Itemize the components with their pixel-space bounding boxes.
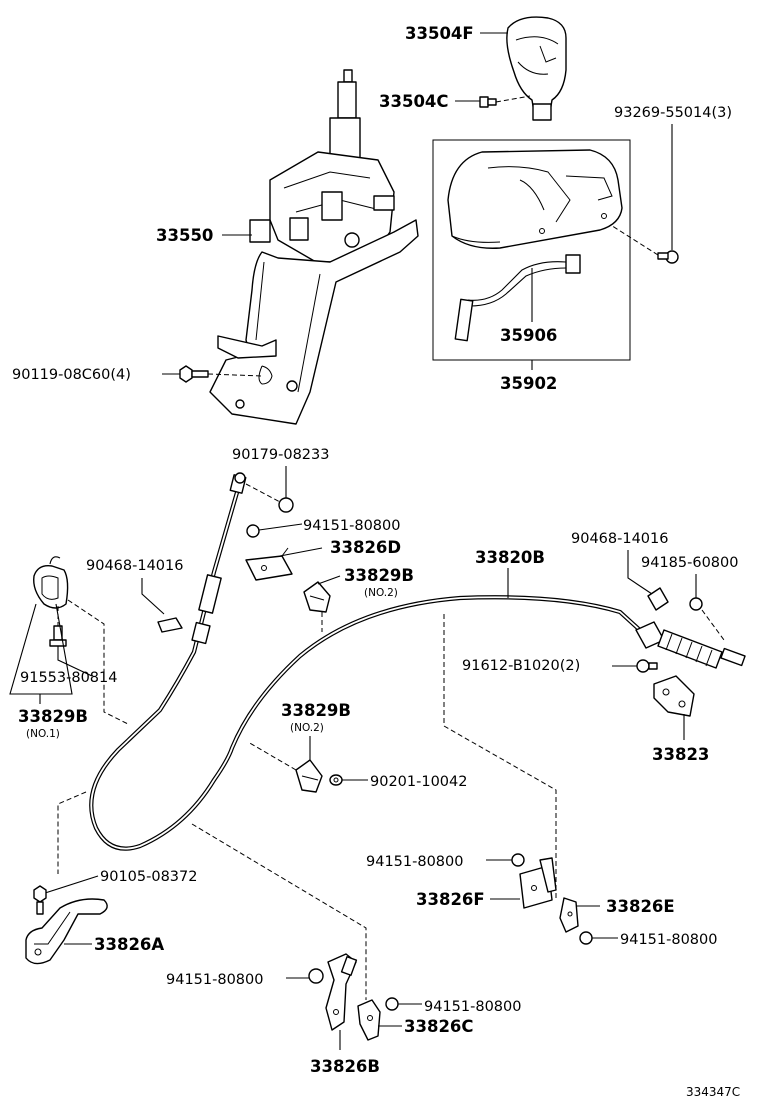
leader-90105: [41, 875, 99, 895]
dashed-94185: [701, 609, 725, 641]
bracket-33826C[interactable]: [357, 999, 381, 1041]
clip-90468-b[interactable]: [157, 617, 183, 633]
wire-harness-35906[interactable]: [454, 254, 581, 342]
dashed-33504C: [495, 95, 531, 103]
label-90468-14016-a: 90468-14016: [571, 531, 669, 547]
label-94151-80800-b: 94151-80800: [366, 854, 464, 870]
label-33820B: 33820B: [475, 548, 545, 567]
screw-33504C[interactable]: [479, 96, 497, 108]
shift-lever-assembly-33550[interactable]: [209, 69, 419, 425]
dashed-90179: [245, 483, 281, 503]
label-94151-80800-c: 94151-80800: [620, 932, 718, 948]
label-33823: 33823: [652, 745, 709, 764]
nut-94151-e[interactable]: [385, 997, 399, 1011]
bolt-90119[interactable]: [179, 365, 209, 383]
bolt-90105[interactable]: [33, 885, 47, 915]
clamp-33829B-no1[interactable]: [33, 556, 69, 609]
bracket-line-33829B-no1: [9, 603, 73, 695]
bracket-33826D[interactable]: [245, 547, 293, 581]
nut-94151-b[interactable]: [511, 853, 525, 867]
dashed-cable-to-33826C: [191, 823, 367, 1000]
bolt-91553[interactable]: [49, 625, 67, 647]
label-90119-08C60: 90119-08C60(4): [12, 367, 131, 383]
label-no1: (NO.1): [26, 728, 60, 740]
leader-33829B-a: [317, 575, 341, 585]
label-33829B-no1: 33829B: [18, 707, 88, 726]
console-cover-35902[interactable]: [447, 149, 623, 249]
dashed-33829B-c: [247, 741, 297, 771]
bracket-33826B[interactable]: [325, 953, 358, 1031]
dashed-no1-to-cable: [67, 599, 129, 725]
label-33826F: 33826F: [416, 890, 485, 909]
label-33829B-c: 33829B: [281, 701, 351, 720]
leader-90468-b: [141, 578, 165, 615]
dashed-33820B-to-33826E: [443, 614, 557, 900]
washer-90201[interactable]: [329, 774, 343, 786]
bracket-33826F[interactable]: [519, 857, 557, 909]
label-33826D: 33826D: [330, 538, 401, 557]
leader-94151-a: [258, 523, 303, 531]
nut-94185[interactable]: [689, 597, 703, 611]
label-33504F: 33504F: [405, 24, 474, 43]
clip-90179[interactable]: [278, 497, 294, 513]
dashed-93269: [605, 221, 659, 256]
label-33826A: 33826A: [94, 935, 164, 954]
label-90468-14016-b: 90468-14016: [86, 558, 184, 574]
label-94185-60800: 94185-60800: [641, 555, 739, 571]
screw-93269[interactable]: [657, 250, 679, 264]
bracket-33826A[interactable]: [25, 898, 108, 965]
transmission-control-cable-33820B[interactable]: [89, 472, 746, 851]
label-91612-B1020: 91612-B1020(2): [462, 658, 580, 674]
dashed-90119: [207, 373, 263, 377]
label-35902: 35902: [500, 374, 557, 393]
clamp-33829B-no2-a[interactable]: [303, 581, 331, 613]
leader-33826D: [279, 547, 323, 557]
dashed-cable-to-33826A: [57, 791, 87, 874]
label-no2-a: (NO.2): [364, 587, 398, 599]
bracket-33826E[interactable]: [559, 897, 579, 933]
label-no2-b: (NO.2): [290, 722, 324, 734]
nut-94151-d[interactable]: [308, 968, 324, 984]
label-33826C: 33826C: [404, 1017, 474, 1036]
label-33826B: 33826B: [310, 1057, 380, 1076]
bolt-91612[interactable]: [636, 659, 658, 673]
label-33504C: 33504C: [379, 92, 449, 111]
leader-91553: [57, 646, 93, 677]
label-90179-08233: 90179-08233: [232, 447, 330, 463]
clip-90468-a[interactable]: [647, 587, 669, 611]
label-33829B-a: 33829B: [344, 566, 414, 585]
label-94151-80800-d: 94151-80800: [166, 972, 264, 988]
bracket-33823[interactable]: [653, 675, 695, 717]
label-90105-08372: 90105-08372: [100, 869, 198, 885]
label-90201-10042: 90201-10042: [370, 774, 468, 790]
label-94151-80800-e: 94151-80800: [424, 999, 522, 1015]
label-94151-80800-a: 94151-80800: [303, 518, 401, 534]
illustration-code: 334347C: [686, 1085, 740, 1099]
label-33550: 33550: [156, 226, 213, 245]
label-93269-55014: 93269-55014(3): [614, 105, 732, 121]
label-33826E: 33826E: [606, 897, 675, 916]
leader-90468-a: [627, 550, 653, 595]
nut-94151-c[interactable]: [579, 931, 593, 945]
clamp-33829B-no2-b[interactable]: [295, 759, 323, 793]
label-35906: 35906: [500, 326, 557, 345]
shift-knob-33504F[interactable]: [506, 16, 567, 121]
nut-94151-a[interactable]: [246, 524, 260, 538]
